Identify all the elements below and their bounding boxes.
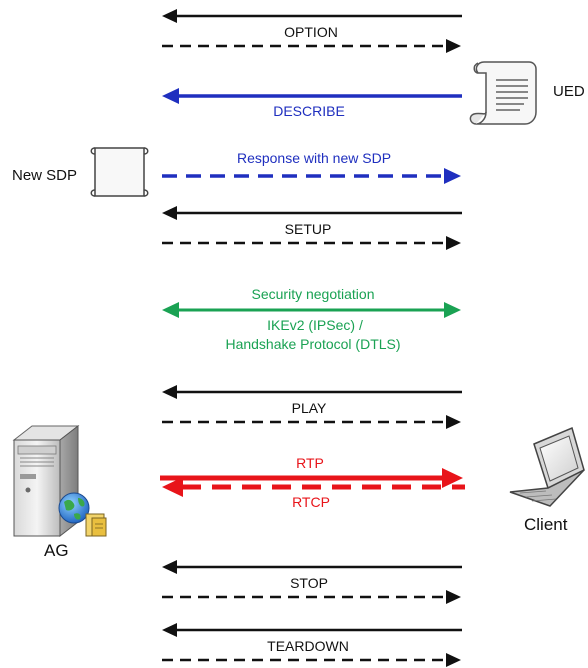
security-negotiation-left-arrowhead xyxy=(162,302,179,318)
option-request-arrowhead xyxy=(162,9,177,23)
option-response-arrowhead xyxy=(446,39,461,53)
stop-response-arrowhead xyxy=(446,590,461,604)
message-arrows xyxy=(160,9,465,667)
setup-request-arrowhead xyxy=(162,206,177,220)
globe-icon xyxy=(58,492,90,524)
rtp-arrowhead xyxy=(442,468,463,488)
teardown-response-arrowhead xyxy=(446,653,461,667)
describe-response-arrowhead xyxy=(444,168,461,184)
ikev2-ipsec-label: IKEv2 (IPSec) / xyxy=(267,317,363,333)
handshake-protocol-dtls-label: Handshake Protocol (DTLS) xyxy=(225,336,400,352)
teardown-label: TEARDOWN xyxy=(267,638,349,654)
describe-request-arrowhead xyxy=(162,88,179,104)
ued-scroll-icon xyxy=(469,61,537,125)
setup-response-arrowhead xyxy=(446,236,461,250)
play-request-arrowhead xyxy=(162,385,177,399)
describe-label: DESCRIBE xyxy=(273,103,345,119)
security-negotiation-right-arrowhead xyxy=(444,302,461,318)
play-response-arrowhead xyxy=(446,415,461,429)
laptop-icon xyxy=(509,426,585,507)
security-negotiation-label: Security negotiation xyxy=(252,286,375,302)
stop-label: STOP xyxy=(290,575,328,591)
option-label: OPTION xyxy=(284,24,338,40)
response-with-new-sdp-label: Response with new SDP xyxy=(237,150,391,166)
rtp-label: RTP xyxy=(296,455,324,471)
folder-icon xyxy=(85,513,107,537)
ued-label: UED xyxy=(553,83,585,100)
message-labels: OPTION DESCRIBE Response with new SDP SE… xyxy=(225,24,400,654)
rtcp-label: RTCP xyxy=(292,494,330,510)
server-icon xyxy=(12,424,80,538)
teardown-request-arrowhead xyxy=(162,623,177,637)
stop-request-arrowhead xyxy=(162,560,177,574)
client-label: Client xyxy=(524,515,568,534)
ag-label: AG xyxy=(44,541,69,560)
new-sdp-scroll-icon xyxy=(90,147,149,197)
new-sdp-label: New SDP xyxy=(12,167,77,184)
rtcp-arrowhead xyxy=(162,477,183,497)
setup-label: SETUP xyxy=(285,221,332,237)
play-label: PLAY xyxy=(292,400,327,416)
